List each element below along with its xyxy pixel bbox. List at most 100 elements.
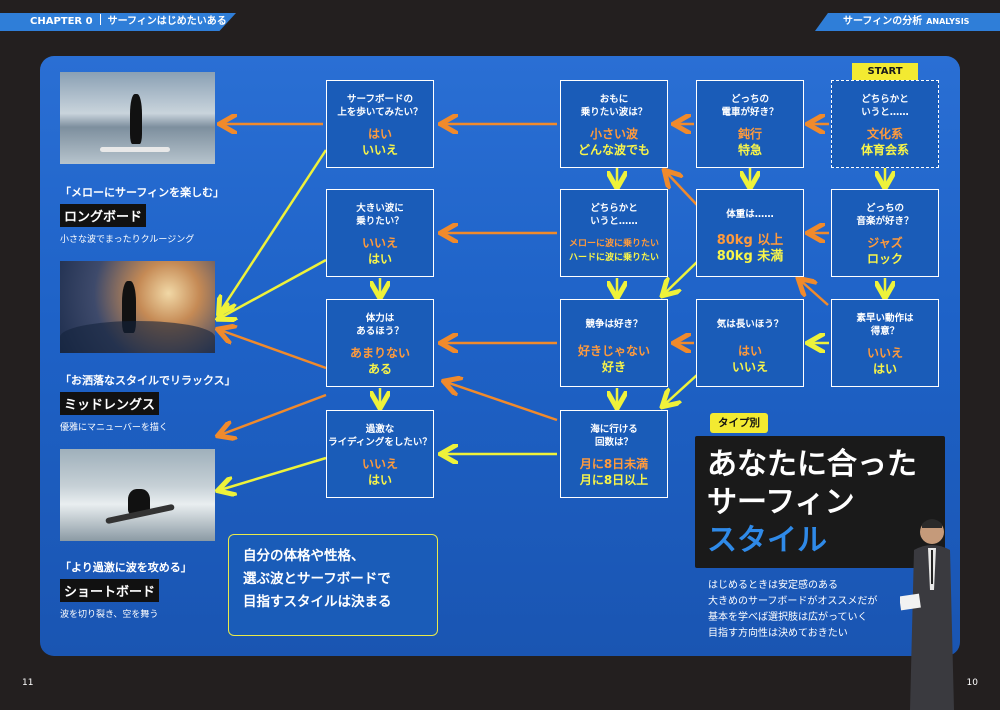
question-text: 海に行ける — [590, 424, 638, 435]
question-text: 体重は…… — [726, 209, 774, 220]
note-line: 自分の体格や性格、 — [243, 548, 365, 564]
chapter-title: サーフィンはじめたいあるある — [30, 16, 227, 45]
question-box-2: どっちの電車が好き？ 鈍行 特急 — [696, 80, 804, 168]
answer-orange: 小さい波 — [589, 127, 638, 141]
page-number-right: 10 — [966, 678, 978, 688]
answer-orange: いいえ — [361, 236, 398, 250]
page-number-left: 11 — [22, 678, 34, 688]
chapter-label: CHAPTER 0 — [30, 16, 93, 27]
answer-yellow: 好き — [601, 360, 626, 374]
answer-yellow: はい — [367, 252, 392, 266]
answer-yellow: 特急 — [737, 143, 762, 157]
question-box-13: 海に行ける回数は？ 月に8日未満 月に8日以上 — [560, 410, 668, 498]
answer-yellow: いいえ — [361, 143, 398, 157]
question-box-5: どっちの音楽が好き？ ジャズ ロック — [831, 189, 939, 277]
longboard-caption: 「メローにサーフィンを楽しむ」 ロングボード 小さな波でまったりクルージング — [60, 184, 224, 245]
answer-yellow: ハードに波に乗りたい — [568, 253, 659, 263]
answer-orange: あまりない — [349, 346, 410, 360]
shortboard-caption: 「より過激に波を攻める」 ショートボード 波を切り裂き、空を舞う — [60, 559, 192, 620]
midlength-quote: 「お洒落なスタイルでリラックス」 — [60, 374, 236, 387]
shortboard-photo — [60, 449, 215, 541]
title-tag: タイプ別 — [710, 413, 768, 433]
answer-yellow: どんな波でも — [577, 143, 650, 157]
question-box-1: どちらかというと…… 文化系 体育会系 — [831, 80, 939, 168]
question-box-3: おもに乗りたい波は？ 小さい波 どんな波でも — [560, 80, 668, 168]
midlength-name: ミッドレングス — [60, 392, 160, 415]
shortboard-name: ショートボード — [60, 579, 160, 602]
title-block: あなたに合った サーフィン スタイル — [695, 436, 945, 568]
arrow — [220, 258, 327, 318]
answer-yellow: はい — [872, 362, 897, 376]
answer-yellow: 80kg 未満 — [716, 249, 784, 264]
question-text: どちらかと — [861, 94, 909, 105]
answer-orange: 文化系 — [866, 127, 903, 141]
shortboard-quote: 「より過激に波を攻める」 — [60, 561, 192, 574]
answer-yellow: はい — [367, 473, 392, 487]
question-text: おもに — [599, 94, 629, 105]
question-box-7: どちらかというと…… メローに波に乗りたい ハードに波に乗りたい — [560, 189, 668, 277]
question-box-10: 気は長いほう？ はい いいえ — [696, 299, 804, 387]
question-box-9: 素早い動作は得意？ いいえ はい — [831, 299, 939, 387]
body-line: 基本を学べば選択肢は広がっていく — [708, 612, 868, 623]
question-text: 上を歩いてみたい？ — [337, 107, 423, 118]
answer-yellow: ロック — [866, 252, 903, 266]
note-line: 選ぶ波とサーフボードで — [243, 571, 391, 587]
body-line: 大きめのサーフボードがオススメだが — [708, 596, 878, 607]
arrow — [220, 456, 327, 490]
answer-yellow: ある — [367, 362, 392, 376]
question-text: 得意？ — [870, 326, 900, 337]
question-text: 乗りたい？ — [356, 216, 404, 227]
answer-orange: いいえ — [361, 457, 398, 471]
answer-orange: 好きじゃない — [577, 344, 650, 358]
midlength-desc: 優雅にマニューバーを描く — [60, 423, 168, 433]
note-line: 目指すスタイルは決まる — [243, 594, 392, 610]
question-text: いうと…… — [590, 216, 638, 227]
answer-orange: ジャズ — [867, 236, 903, 250]
answer-orange: 月に8日未満 — [579, 457, 649, 471]
question-box-8: 大きい波に乗りたい？ いいえ はい — [326, 189, 434, 277]
presenter-illustration — [900, 519, 954, 710]
answer-yellow: 月に8日以上 — [579, 473, 649, 487]
longboard-photo — [60, 72, 215, 164]
question-text: 電車が好き？ — [721, 107, 779, 118]
answer-orange: メローに波に乗りたい — [568, 239, 659, 249]
midlength-photo — [60, 261, 215, 353]
question-text: いうと…… — [861, 107, 909, 118]
question-box-12: 体力はあるほう？ あまりない ある — [326, 299, 434, 387]
question-box-6: 体重は…… 80kg 以上 80kg 未満 — [696, 189, 804, 277]
answer-orange: 鈍行 — [737, 127, 762, 141]
question-text: 過激な — [365, 424, 395, 435]
question-text: 競争は好き？ — [585, 319, 643, 330]
question-box-4: サーフボードの上を歩いてみたい？ はい いいえ — [326, 80, 434, 168]
start-badge: START — [852, 63, 918, 81]
question-box-11: 競争は好き？ 好きじゃない 好き — [560, 299, 668, 387]
question-text: サーフボードの — [347, 94, 413, 105]
arrow — [220, 393, 327, 435]
arrow — [664, 374, 698, 405]
arrow — [220, 330, 327, 370]
arrow — [220, 149, 328, 312]
body-line: はじめるときは安定感のある — [708, 580, 838, 591]
body-text: はじめるときは安定感のある 大きめのサーフボードがオススメだが 基本を学べば選択… — [708, 578, 877, 642]
question-text: あるほう？ — [356, 326, 404, 337]
longboard-desc: 小さな波でまったりクルージング — [60, 235, 195, 245]
answer-orange: はい — [737, 344, 762, 358]
answer-yellow: 体育会系 — [860, 143, 909, 157]
answer-orange: 80kg 以上 — [716, 233, 784, 248]
arrow — [666, 172, 698, 206]
question-text: どっちの — [730, 94, 769, 105]
arrow — [800, 280, 829, 306]
title-line-3: スタイル — [707, 523, 827, 558]
question-text: 気は長いほう？ — [716, 319, 784, 330]
question-text: 体力は — [365, 313, 395, 324]
summary-note: 自分の体格や性格、 選ぶ波とサーフボードで 目指すスタイルは決まる — [228, 534, 438, 636]
question-text: どっちの — [865, 203, 904, 214]
section-title: サーフィンの分析 — [843, 16, 923, 27]
question-text: どちらかと — [590, 203, 638, 214]
question-box-14: 過激なライディングをしたい？ いいえ はい — [326, 410, 434, 498]
section-label-en: ANALYSIS — [926, 17, 970, 26]
answer-orange: はい — [367, 127, 392, 141]
shortboard-desc: 波を切り裂き、空を舞う — [60, 610, 159, 620]
